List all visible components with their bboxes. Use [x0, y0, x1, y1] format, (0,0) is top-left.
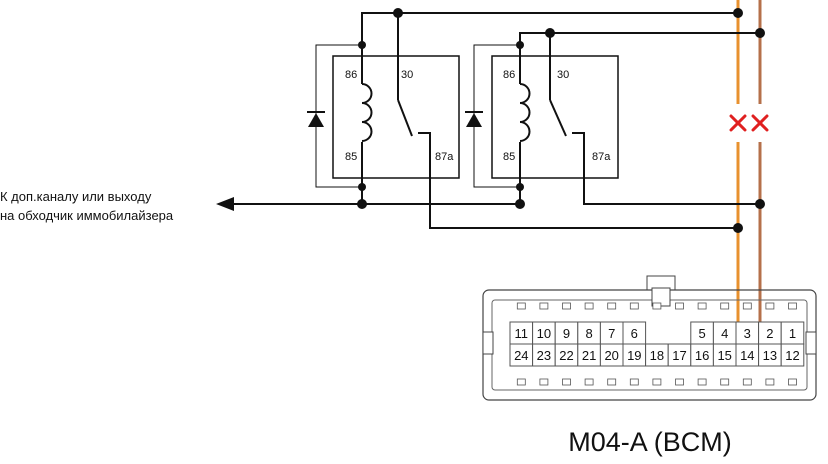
- junction-dot: [393, 8, 403, 18]
- relay-2-pin-30: 30: [557, 69, 569, 81]
- connector-pin-label: 10: [537, 326, 551, 341]
- connector-pin-label: 5: [698, 326, 705, 341]
- junction-dot: [516, 183, 524, 191]
- output-arrow: [216, 197, 234, 211]
- connector-pin-label: 7: [608, 326, 615, 341]
- connector-title: M04-A (BCM): [568, 427, 732, 457]
- relay-2-body: [491, 55, 619, 179]
- relay-1-coil-icon: [361, 83, 373, 142]
- output-note-line1: К доп.каналу или выходу: [0, 189, 152, 204]
- connector-pin-label: 15: [717, 348, 731, 363]
- connector-pin-label: 13: [763, 348, 777, 363]
- connector-pin-label: 21: [582, 348, 596, 363]
- connector-pin-label: 14: [740, 348, 754, 363]
- connector-latch: [646, 275, 676, 290]
- relay-2-diode-icon: [466, 113, 482, 127]
- relay-1-pin-30: 30: [401, 69, 413, 81]
- junction-dot: [515, 199, 525, 209]
- connector-terminal-slot: [742, 378, 752, 386]
- junction-dot: [755, 199, 765, 209]
- junction-dot: [358, 183, 366, 191]
- junction-dot: [516, 41, 524, 49]
- wire-cut-marks: [729, 114, 769, 132]
- connector-terminal-slot: [742, 302, 752, 310]
- connector-pin-label: 20: [604, 348, 618, 363]
- connector-pin-label: 3: [744, 326, 751, 341]
- connector-terminal-slot: [516, 378, 526, 386]
- connector-terminal-slot: [562, 378, 571, 386]
- relay-1-body: [332, 55, 460, 179]
- relay-1-diode-icon: [308, 113, 324, 127]
- connector-terminal-slot: [675, 302, 684, 310]
- connector-pin-cell: [780, 343, 805, 367]
- connector-pin-label: 18: [650, 348, 664, 363]
- junction-dot: [358, 41, 366, 49]
- relay-2: 86 30 85 87a: [465, 44, 619, 188]
- connector-pin-label: 6: [631, 326, 638, 341]
- relay-1-pin-86: 86: [345, 69, 357, 81]
- connector-pin-label: 2: [766, 326, 773, 341]
- connector-terminal-slot: [607, 302, 617, 310]
- relay-1-pin-85: 85: [345, 151, 357, 163]
- connector-pin-label: 12: [785, 348, 799, 363]
- connector-notch-left: [482, 331, 494, 355]
- relay-2-pin-86: 86: [503, 69, 515, 81]
- connector-pin-label: 9: [563, 326, 570, 341]
- connector-terminal-slot: [629, 302, 639, 310]
- connector-terminal-slot: [539, 302, 549, 310]
- junction-dots: [357, 8, 765, 233]
- connector-pin-label: 8: [585, 326, 592, 341]
- connector-terminal-slot: [562, 302, 571, 310]
- output-note-line2: на обходчик иммобилайзера: [0, 208, 174, 223]
- connector-pin-label: 19: [627, 348, 641, 363]
- relay-1-switch-icon: [397, 99, 413, 137]
- relay-1: 86 30 85 87a: [307, 44, 460, 188]
- connector-terminal-slot: [652, 302, 662, 310]
- connector-slots-bottom: [516, 378, 797, 386]
- connector-notch-right: [805, 331, 817, 355]
- connector-pin-label: 11: [515, 326, 529, 341]
- connector-terminal-slot: [584, 378, 594, 386]
- junction-dot: [733, 223, 743, 233]
- connector-terminal-slot: [675, 378, 684, 386]
- bcm-wires: [736, 0, 762, 334]
- relay-2-pin-85: 85: [503, 151, 515, 163]
- connector-terminal-slot: [697, 302, 707, 310]
- connector-terminal-slot: [765, 378, 775, 386]
- connector-terminal-slot: [720, 302, 730, 310]
- connector-pin-label: 4: [721, 326, 728, 341]
- connector-terminal-slot: [607, 378, 617, 386]
- junction-dot: [755, 28, 765, 38]
- connector-terminal-slot: [720, 378, 730, 386]
- relay-2-pin-87a: 87a: [592, 151, 611, 163]
- connector-terminal-slot: [765, 302, 775, 310]
- connector-pin-label: 17: [672, 348, 686, 363]
- connector-terminal-slot: [516, 302, 526, 310]
- relay-2-switch-icon: [549, 99, 567, 137]
- connector-terminal-slot: [697, 378, 707, 386]
- connector-terminal-slot: [629, 378, 639, 386]
- connector-pin-label: 16: [695, 348, 709, 363]
- relay-2-coil-icon: [519, 83, 531, 142]
- connector-terminal-slot: [539, 378, 549, 386]
- connector-terminal-slot: [584, 302, 594, 310]
- junction-dot: [357, 199, 367, 209]
- wiring-black: [230, 12, 760, 229]
- junction-dot: [545, 28, 555, 38]
- relay-2-diode-wire: [473, 44, 520, 188]
- relay-1-pin-87a: 87a: [435, 151, 454, 163]
- connector-pin-label: 22: [559, 348, 573, 363]
- connector-pin-label: 1: [789, 326, 796, 341]
- junction-dot: [733, 8, 743, 18]
- connector-terminal-slot: [652, 378, 662, 386]
- connector-pin-label: 23: [537, 348, 551, 363]
- connector-slots-top: [516, 302, 797, 310]
- connector-pin-label: 24: [514, 348, 528, 363]
- connector-terminal-slot: [788, 302, 797, 310]
- relay-1-diode-wire: [315, 44, 362, 188]
- connector-terminal-slot: [788, 378, 797, 386]
